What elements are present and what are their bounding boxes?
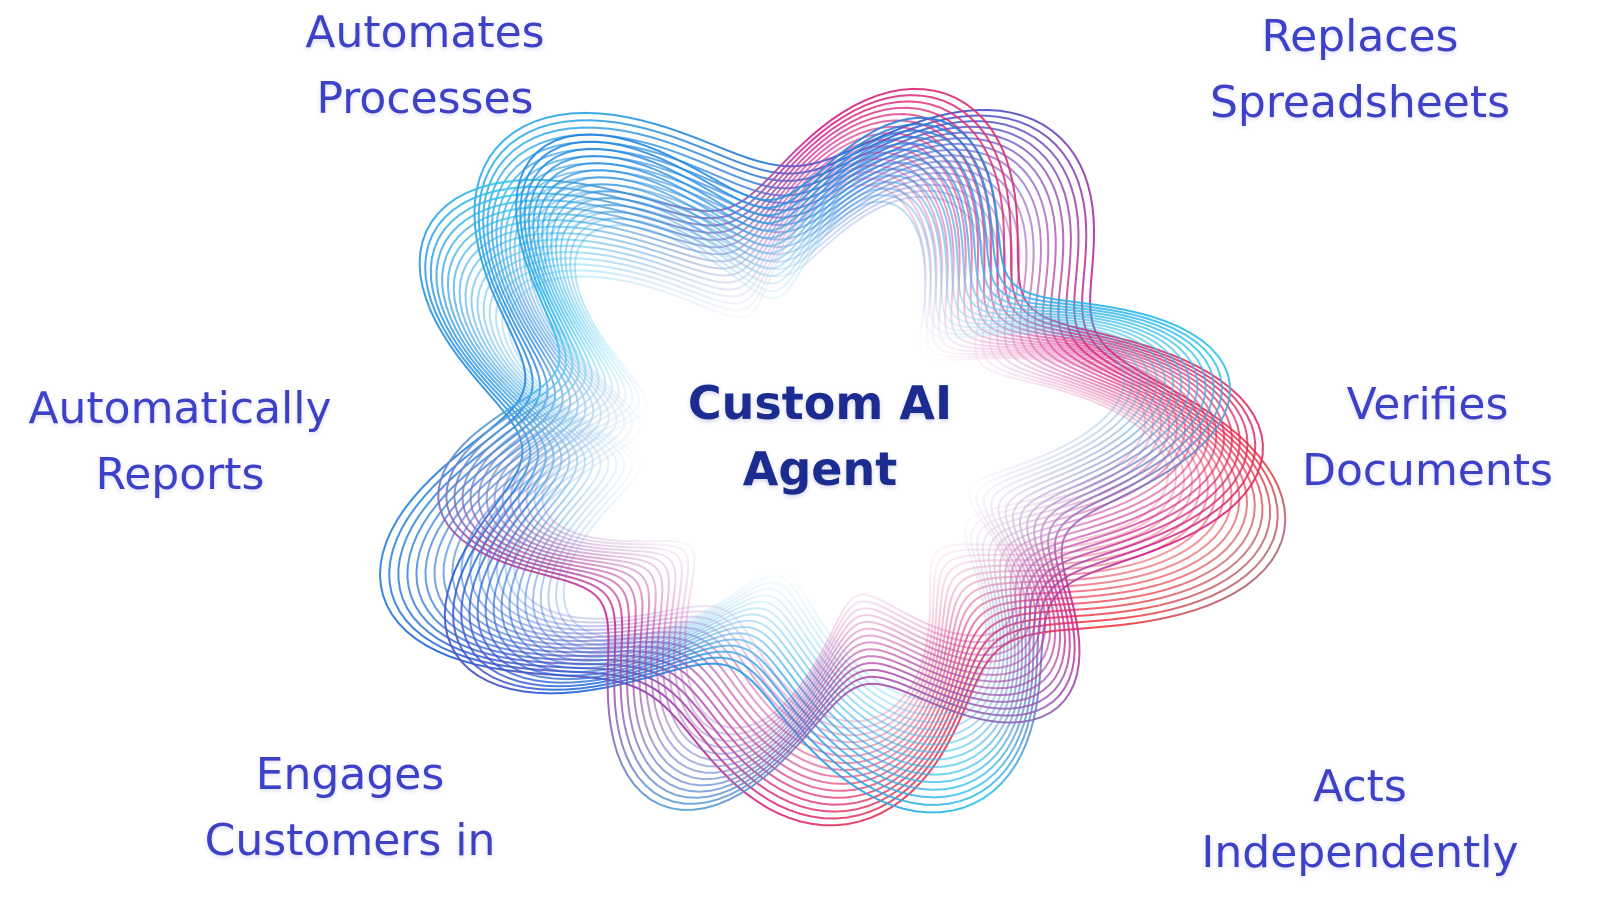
node-line2: Reports [95, 449, 265, 500]
node-line1: Automatically [28, 383, 332, 434]
node-line2: Independently [1201, 827, 1519, 878]
center-title-line2: Agent [742, 442, 898, 496]
node-line2: Spreadsheets [1209, 77, 1511, 128]
node-acts-independently: Acts Independently [1130, 754, 1590, 886]
node-line2: Documents [1302, 445, 1553, 496]
node-verifies-documents: Verifies Documents [1255, 372, 1600, 504]
node-line1: Acts [1313, 761, 1407, 812]
node-line1: Verifies [1346, 379, 1509, 430]
node-line1: Replaces [1261, 11, 1459, 62]
node-automatically-reports: Automatically Reports [0, 376, 360, 508]
node-line2: Customers in [204, 815, 496, 866]
node-line2: Processes [316, 73, 534, 124]
node-line1: Automates [305, 7, 545, 58]
center-title: Custom AI Agent [600, 370, 1040, 502]
node-engages-customers: Engages Customers in [160, 742, 540, 874]
center-title-line1: Custom AI [687, 376, 953, 430]
node-replaces-spreadsheets: Replaces Spreadsheets [1130, 4, 1590, 136]
node-line1: Engages [255, 749, 445, 800]
node-automates-processes: Automates Processes [245, 0, 605, 132]
